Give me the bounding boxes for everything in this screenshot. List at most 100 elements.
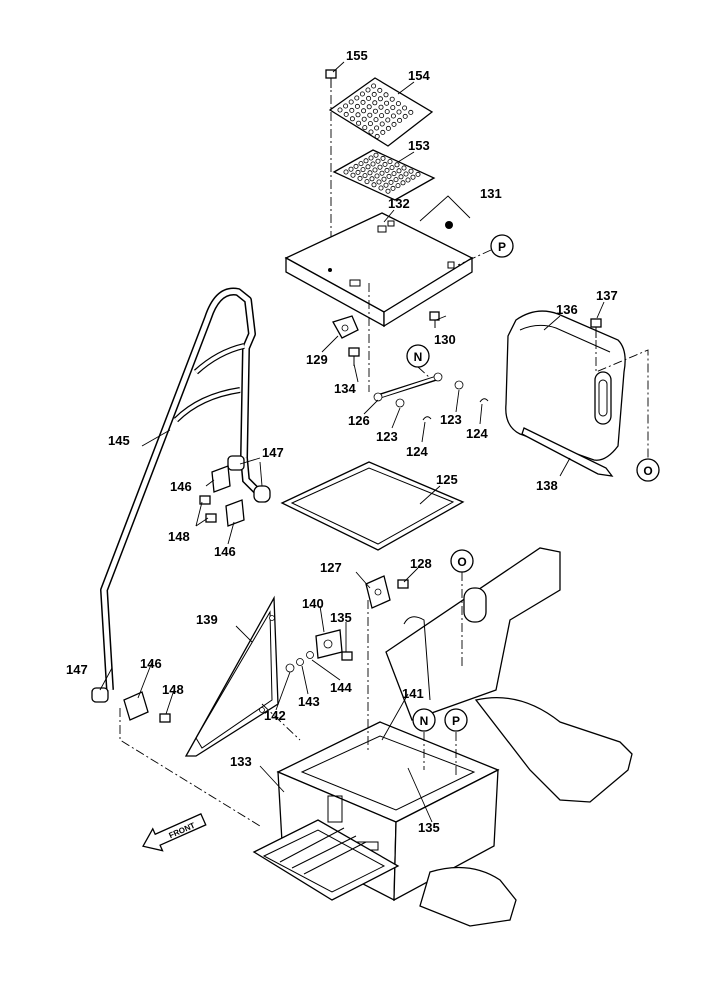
perforation-hole [353,163,359,169]
perforation-hole [373,152,379,158]
callout-153: 153 [408,138,430,153]
perforation-hole [379,121,385,127]
perforation-hole [367,121,373,127]
bracket-146-lower [123,691,149,721]
bracket-129 [332,315,359,339]
perforation-hole [391,121,397,127]
perforation-hole [390,105,396,111]
callout-123-right: 123 [440,412,462,427]
perforation-hole [390,185,396,191]
callout-labels: 155 154 153 131 132 130 129 134 126 123 … [66,48,618,835]
perforation-hole [374,173,380,179]
callout-147-upper: 147 [262,445,284,460]
perforation-hole [394,162,400,168]
clip-124a [422,416,432,421]
callout-141: 141 [402,686,424,701]
svg-text:O: O [457,555,466,569]
callout-133: 133 [230,754,252,769]
perforation-hole [364,179,370,185]
callout-129: 129 [306,352,328,367]
perforation-hole [367,170,373,176]
perforation-hole [384,167,390,173]
leader-lines [99,61,605,823]
gas-spring-126 [373,372,443,402]
ref-circle-O-right: O [636,458,660,482]
perforation-hole [375,158,381,164]
perforation-hole [343,103,349,109]
perforation-hole [390,113,396,119]
perforation-hole [363,158,369,164]
callout-140: 140 [302,596,324,611]
perforation-hole [366,95,372,101]
washer-143 [296,658,304,666]
perforation-hole [373,117,379,123]
perforation-hole [382,161,388,167]
perforation-hole [393,177,399,183]
bracket-140 [315,629,343,659]
perforation-hole [376,179,382,185]
ref-circle-P-lower: P [444,708,468,732]
perforation-hole [384,100,390,106]
washer-123a [395,398,405,408]
perforated-plate-153 [332,149,436,201]
perforation-hole [362,173,368,179]
callout-148-lower: 148 [162,682,184,697]
callout-146-mid: 146 [214,544,236,559]
callout-127: 127 [320,560,342,575]
assembly-dot [445,221,453,229]
perforation-hole [374,133,380,139]
bolts-148-upper [199,495,217,523]
perforation-hole [370,161,376,167]
ref-circle-N-top: N [406,344,431,379]
perforation-hole [343,169,349,175]
perforation-hole [377,96,383,102]
callout-132: 132 [388,196,410,211]
callout-130: 130 [434,332,456,347]
perforation-hole [368,155,374,161]
perforation-hole [383,92,389,98]
trim-138 [521,427,614,477]
callout-128: 128 [410,556,432,571]
perforation-hole [389,165,395,171]
perforation-hole [371,91,377,97]
ref-circle-N-lower: N [412,708,436,732]
callout-138: 138 [536,478,558,493]
perforation-hole [396,109,402,115]
bolt-135-upper [341,651,353,661]
bolt-137 [590,318,602,338]
perforation-hole [395,183,401,189]
ref-circle-O-lower: O [450,549,474,573]
perforation-hole [354,103,360,109]
perforation-hole [348,99,354,105]
perforation-hole [343,111,349,117]
perforation-hole [378,104,384,110]
callout-143: 143 [298,694,320,709]
seat-base-plate-132 [284,212,474,328]
perforation-hole [378,185,384,191]
svg-text:P: P [452,714,460,728]
perforation-hole [387,159,393,165]
callout-154: 154 [408,68,430,83]
callout-123-left: 123 [376,429,398,444]
perforation-hole [372,108,378,114]
perforation-hole [385,117,391,123]
callout-124-right: 124 [466,426,488,441]
perforation-hole [359,91,365,97]
perforation-hole [379,113,385,119]
washer-123b [454,380,464,390]
perforation-hole [388,179,394,185]
bolt-134 [348,347,360,366]
bolt-130 [429,311,440,328]
callout-146-lower: 146 [140,656,162,671]
perforation-hole [357,175,363,181]
perforation-hole [384,109,390,115]
perforation-hole [383,182,389,188]
perforation-hole [349,107,355,113]
perforation-hole [398,174,404,180]
perforation-hole [385,125,391,131]
callout-124-left: 124 [406,444,428,459]
perforation-hole [408,168,414,174]
svg-text:N: N [420,714,429,728]
perforation-hole [379,170,385,176]
